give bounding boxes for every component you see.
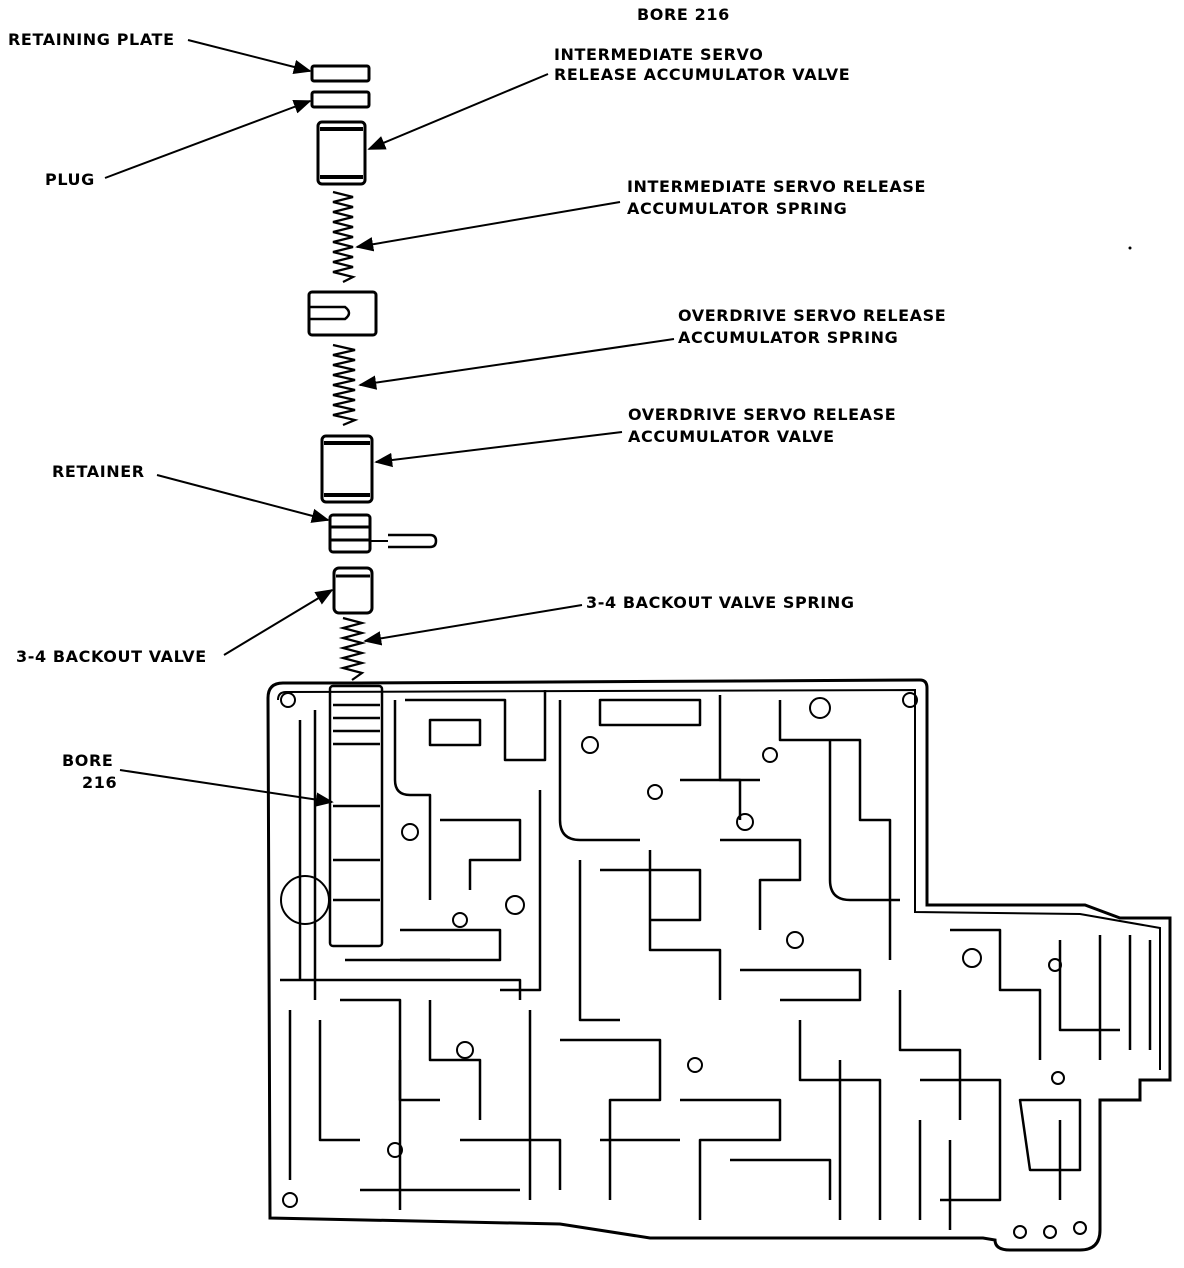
label-bore-line2: 216	[82, 773, 117, 792]
label-bore-line1: BORE	[62, 751, 113, 770]
label-od-spring-line1: OVERDRIVE SERVO RELEASE	[678, 306, 946, 325]
overdrive-valve-part	[320, 434, 374, 504]
valve-body	[266, 678, 1172, 1252]
bolt-holes	[280, 692, 1087, 1239]
backout-valve-part	[332, 566, 374, 615]
label-retaining-plate: RETAINING PLATE	[8, 30, 175, 49]
diagram-title: BORE 216	[637, 5, 730, 24]
label-backout-spring: 3-4 BACKOUT VALVE SPRING	[586, 593, 855, 612]
fluid-passages	[280, 690, 1152, 1230]
label-int-valve-line2: RELEASE ACCUMULATOR VALVE	[554, 65, 850, 84]
exploded-parts	[307, 64, 438, 681]
leader-arrows	[104, 39, 675, 807]
label-int-spring-line2: ACCUMULATOR SPRING	[627, 199, 847, 218]
intermediate-spring-part	[332, 190, 357, 283]
label-int-valve-line1: INTERMEDIATE SERVO	[554, 45, 763, 64]
backout-spring-part	[338, 616, 367, 681]
label-od-valve-line2: ACCUMULATOR VALVE	[628, 427, 835, 446]
label-backout-valve: 3-4 BACKOUT VALVE	[16, 647, 207, 666]
label-retainer: RETAINER	[52, 462, 145, 481]
stray-mark	[1128, 246, 1132, 250]
valve-body-outline	[266, 678, 1172, 1252]
spacer-block-part	[307, 290, 378, 337]
plug-part	[310, 90, 371, 109]
bore-216	[328, 684, 384, 948]
retainer-part	[328, 513, 438, 554]
label-od-spring-line2: ACCUMULATOR SPRING	[678, 328, 898, 347]
part-labels: RETAINING PLATE PLUG INTERMEDIATE SERVO …	[8, 30, 946, 792]
overdrive-spring-part	[332, 343, 359, 427]
retaining-plate-part	[310, 64, 371, 83]
label-plug: PLUG	[45, 170, 95, 189]
intermediate-valve-part	[316, 120, 367, 186]
label-int-spring-line1: INTERMEDIATE SERVO RELEASE	[627, 177, 926, 196]
label-od-valve-line1: OVERDRIVE SERVO RELEASE	[628, 405, 896, 424]
